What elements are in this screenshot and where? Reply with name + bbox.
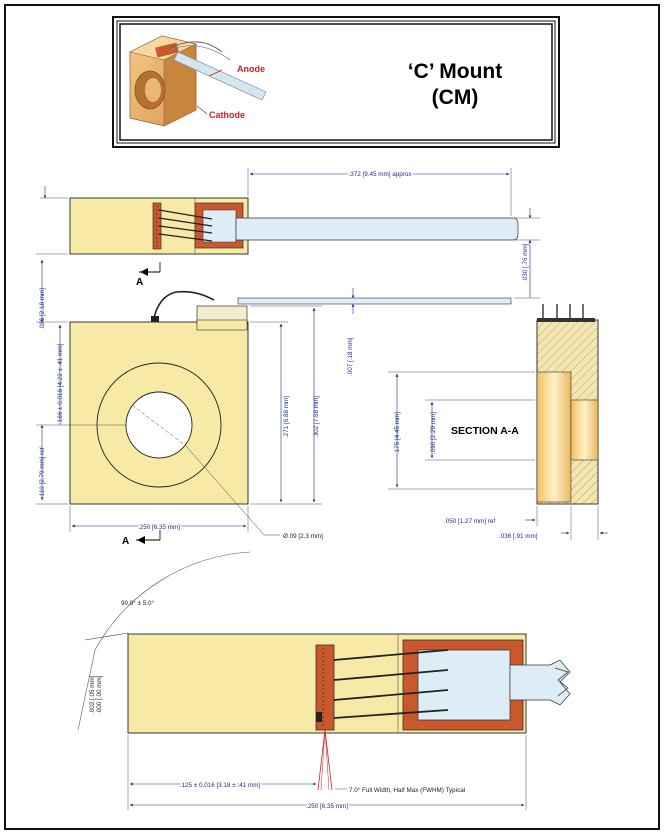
dim-lead-length: .372 [9.45 mm] approx — [348, 171, 412, 178]
dim-bottom-width: .250 [6.35 mm] — [306, 803, 348, 810]
anode-callout: Anode — [237, 64, 265, 74]
section-view — [536, 304, 599, 505]
dim-section-090: .090 [2.29 mm] — [430, 412, 437, 454]
dim-hole-total: .166 ± 0.016 [4.22 ± .41 mm] — [57, 343, 64, 424]
fwhm-note: 7.0° Full Width, Half Max (FWHM) Typical — [349, 786, 465, 794]
dim-chip-pos: .125 ± 0.016 [3.18 ± .41 mm] — [180, 782, 261, 789]
dim-height-302: .302 [7.68 mm] — [313, 396, 320, 438]
dim-angle: 90.0° ± 5.0° — [121, 599, 154, 607]
title-line2: (CM) — [432, 86, 479, 109]
dim-hole-dia: Ø.09 [2.3 mm] — [283, 533, 323, 540]
dim-lead-height: .030 [.76 mm] — [522, 243, 529, 282]
dim-top-offset: .086 [2.18 mm] — [39, 288, 46, 330]
detail-view — [77, 551, 571, 791]
cut-mark-top: A — [136, 277, 143, 288]
cut-mark-bottom: A — [122, 536, 129, 547]
dim-section-175: .175 [4.45 mm] — [394, 412, 401, 454]
cathode-callout: Cathode — [209, 110, 245, 120]
dim-ref-050: .050 [1.27 mm] ref — [444, 518, 495, 525]
page-border — [4, 4, 660, 830]
dim-chip-offset-b: .000 [.00 mm] — [96, 675, 103, 714]
dim-036: .036 [.91 mm] — [499, 533, 538, 540]
section-label: SECTION A-A — [451, 425, 519, 437]
isometric-mount-illustration — [129, 35, 267, 127]
top-view — [40, 186, 519, 255]
front-view — [69, 290, 512, 536]
title-line1: ‘C’ Mount — [408, 60, 502, 83]
dim-width-250: .250 [6.35 mm] — [138, 524, 180, 531]
dim-height-271: .271 [6.88 mm] — [283, 396, 290, 438]
dim-chip-offset-a: .002 [.05 mm] — [89, 675, 96, 714]
dim-lead-thickness: .007 [.18 mm] — [347, 337, 354, 376]
dim-ref-110: .110 [2.79 mm] ref — [39, 447, 46, 498]
title-block: Anode Cathode ‘C’ Mount (CM) — [112, 16, 560, 148]
